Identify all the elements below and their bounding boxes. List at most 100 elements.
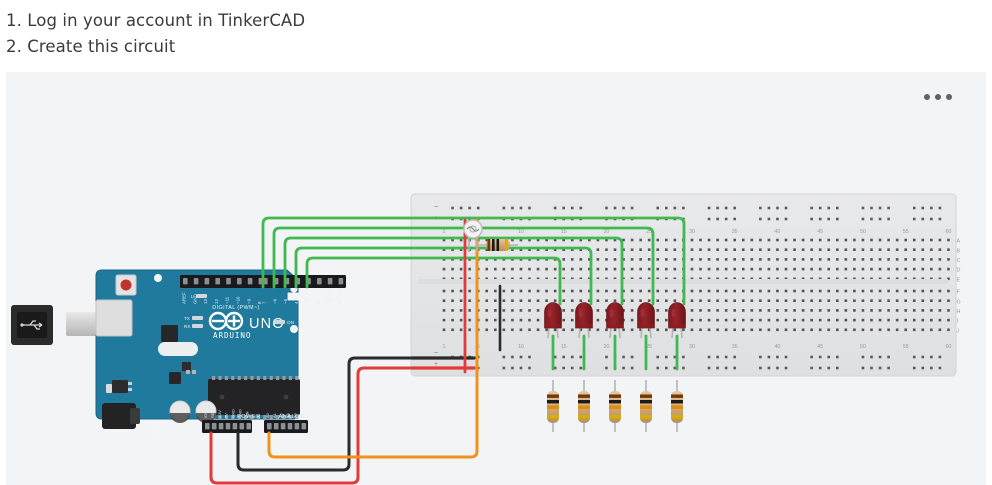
digital-signal-wire-3[interactable] <box>283 236 624 306</box>
digital-header-left[interactable] <box>180 275 268 288</box>
pin-label: ~3 <box>305 298 310 304</box>
arduino-logo-icon <box>208 311 244 331</box>
reset-button-cap[interactable] <box>120 279 132 291</box>
kebab-dot-2 <box>935 94 941 100</box>
bb-row-label: A <box>956 239 960 245</box>
pin-label: VIN <box>244 411 249 418</box>
pin-label: 13 <box>203 299 208 304</box>
instruction-line-1: 1. Log in your account in TinkerCAD <box>6 11 306 30</box>
atmega-pins <box>212 376 299 419</box>
resistor-330-ohm[interactable] <box>609 380 621 432</box>
bb-col-label: 50 <box>860 229 866 235</box>
power-jack <box>102 403 136 429</box>
led-on-indicator <box>274 320 285 324</box>
digital-signal-wire-1[interactable] <box>261 216 686 306</box>
pin-label: AREF <box>182 292 187 304</box>
bb-row-label: I <box>956 319 958 325</box>
usb-chip <box>161 325 178 342</box>
pin-label: 5V <box>224 413 229 418</box>
pin-label: A3 <box>286 413 291 418</box>
bb-col-label: 55 <box>903 229 909 235</box>
analog-header-label: ANALOG IN <box>279 414 314 420</box>
pin-label: ~5 <box>283 298 288 304</box>
gnd-wire[interactable] <box>236 356 476 472</box>
bb-col-label: 20 <box>603 344 609 350</box>
bb-col-label: 45 <box>817 229 823 235</box>
resistor-330-ohm[interactable] <box>640 380 652 432</box>
bb-row-label: F <box>956 290 960 296</box>
bb-row-label: H <box>956 309 960 315</box>
pin-label: A2 <box>279 413 284 418</box>
led-on-label: ON <box>287 320 294 325</box>
crystal <box>158 342 198 356</box>
voltage-regulator <box>112 380 128 393</box>
pin-label: ~11 <box>225 296 230 304</box>
pin-label: 2 <box>316 301 321 304</box>
bb-col-label: 15 <box>561 229 567 235</box>
led-tx-indicator <box>192 316 203 320</box>
small-chip <box>169 372 181 384</box>
red-led[interactable] <box>637 302 655 339</box>
bb-row-label: E <box>956 277 960 283</box>
usb-jack <box>95 299 133 337</box>
atmega-chip <box>208 379 300 415</box>
pulldown-resistor[interactable] <box>478 239 518 251</box>
breadboard-labels: ABCDEFGHIJ115510101515202025253030353540… <box>443 229 961 350</box>
usb-connector <box>11 305 53 345</box>
pin-label: IOREF <box>203 405 208 418</box>
bb-col-label: 20 <box>603 229 609 235</box>
board-model-label: UNO <box>249 316 285 332</box>
breadboard[interactable]: − + − + ABCDEFGHIJ1155101015152020252530… <box>410 193 961 377</box>
bb-row-label: B <box>956 248 960 254</box>
mount-hole-1 <box>154 274 162 282</box>
bb-col-label: 10 <box>518 344 524 350</box>
more-horizontal-icon[interactable] <box>924 94 952 100</box>
bb-col-label: 40 <box>774 344 780 350</box>
resistor-group[interactable] <box>547 380 683 432</box>
5v-power-wire[interactable] <box>209 366 476 485</box>
digital-signal-wire-4[interactable] <box>294 246 593 306</box>
bb-row-label: J <box>956 328 959 334</box>
usb-icon <box>20 320 43 330</box>
circuit-diagram[interactable]: − + − + ABCDEFGHIJ1155101015152020252530… <box>6 72 986 485</box>
pin-label: A1 <box>272 413 277 418</box>
resistor-330-ohm[interactable] <box>671 380 683 432</box>
instruction-list: 1. Log in your account in TinkerCAD 2. C… <box>0 0 992 60</box>
red-led[interactable] <box>606 302 624 339</box>
pin-label: ~9 <box>246 298 251 304</box>
pin-label: RESET <box>210 404 215 418</box>
bb-row-label: C <box>956 258 960 264</box>
pin-label: 7 <box>262 301 267 304</box>
digital-header-right[interactable] <box>260 275 346 288</box>
bb-col-label: 1 <box>443 344 446 350</box>
resistor-330-ohm[interactable] <box>578 380 590 432</box>
led-tx-label: TX <box>184 316 190 321</box>
led-l-indicator <box>196 294 207 298</box>
bb-col-label: 25 <box>646 229 652 235</box>
bb-col-label: 30 <box>689 229 695 235</box>
led-group[interactable] <box>544 302 686 339</box>
bb-col-label: 1 <box>443 229 446 235</box>
pin-label: TX→1 <box>326 291 331 304</box>
rail-minus-label-bottom: − <box>434 350 438 357</box>
circuit-canvas[interactable]: − + − + ABCDEFGHIJ1155101015152020252530… <box>6 72 986 485</box>
bb-col-label: 25 <box>646 344 652 350</box>
mount-hole-2 <box>154 428 162 436</box>
photoresistor-ldr[interactable] <box>463 219 483 252</box>
pin-label: ~10 <box>236 296 241 304</box>
pin-label: GND <box>238 409 243 418</box>
red-led[interactable] <box>575 302 593 339</box>
digital-signal-wire-5[interactable] <box>305 256 562 306</box>
red-led[interactable] <box>668 302 686 339</box>
led-cathode-link-group[interactable] <box>551 334 679 371</box>
pin-label: A5 <box>300 413 305 418</box>
red-led[interactable] <box>544 302 562 339</box>
a0-analog-wire[interactable] <box>267 218 479 459</box>
bb-col-label: 50 <box>860 344 866 350</box>
pin-label: 4 <box>294 301 299 304</box>
rail-plus-label-bottom: + <box>434 361 438 368</box>
resistor-330-ohm[interactable] <box>547 380 559 432</box>
pin-label: 3.3V <box>217 410 222 418</box>
